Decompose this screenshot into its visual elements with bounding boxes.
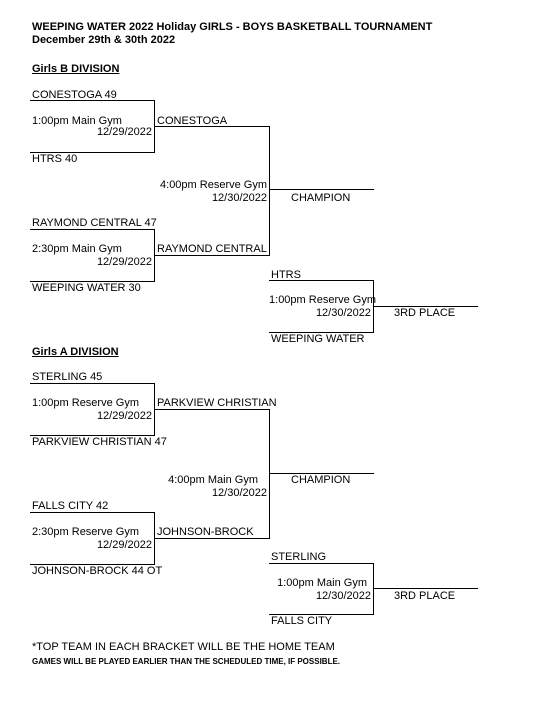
girls-a-final-time: 4:00pm Main Gym — [168, 474, 258, 486]
girls-b-third-team2-line — [269, 332, 374, 333]
page-title: WEEPING WATER 2022 Holiday GIRLS - BOYS … — [32, 21, 433, 33]
girls-a-team1: STERLING 45 — [32, 371, 103, 383]
girls-b-winner1: CONESTOGA — [157, 115, 228, 127]
girls-b-third-team2: WEEPING WATER — [271, 333, 365, 345]
girls-a-team3: FALLS CITY 42 — [32, 500, 109, 512]
girls-a-winner1-line — [155, 409, 270, 410]
girls-b-game2-date: 12/29/2022 — [96, 256, 152, 268]
girls-a-team2-line — [30, 435, 155, 436]
girls-a-third-time: 1:00pm Main Gym — [277, 577, 367, 589]
girls-a-third-team2-line — [269, 614, 374, 615]
girls-a-heading: Girls A DIVISION — [32, 346, 119, 358]
girls-a-team3-line — [30, 512, 155, 513]
girls-b-game1-time: 1:00pm Main Gym — [32, 115, 122, 127]
girls-b-team1-line — [30, 100, 155, 101]
schedule-note: GAMES WILL BE PLAYED EARLIER THAN THE SC… — [32, 657, 341, 666]
girls-b-champion: CHAMPION — [291, 192, 351, 204]
girls-a-final-connector — [269, 409, 270, 539]
girls-b-game2-time: 2:30pm Main Gym — [32, 243, 122, 255]
girls-b-third-time: 1:00pm Reserve Gym — [269, 294, 376, 306]
girls-a-team4: JOHNSON-BROCK 44 OT — [32, 565, 163, 577]
girls-b-final-time: 4:00pm Reserve Gym — [160, 179, 267, 191]
girls-b-third-team1: HTRS — [271, 269, 301, 281]
girls-a-champion: CHAMPION — [291, 474, 351, 486]
girls-a-third-team1-line — [269, 563, 374, 564]
girls-a-third-team2: FALLS CITY — [271, 615, 333, 627]
girls-b-final-date: 12/30/2022 — [211, 192, 267, 204]
girls-b-winner1-line — [155, 126, 270, 127]
girls-a-winner2: JOHNSON-BROCK — [157, 526, 254, 538]
girls-b-team4-line — [30, 281, 155, 282]
girls-b-third-place-line — [373, 306, 478, 307]
girls-b-third-date: 12/30/2022 — [315, 307, 371, 319]
tournament-dates: December 29th & 30th 2022 — [32, 34, 176, 46]
girls-a-champion-line — [269, 473, 374, 474]
girls-b-third-place: 3RD PLACE — [394, 307, 456, 319]
girls-b-game1-connector — [154, 100, 155, 153]
girls-a-third-team1: STERLING — [271, 551, 327, 563]
girls-b-final-connector — [269, 126, 270, 256]
girls-b-team1: CONESTOGA 49 — [32, 89, 117, 101]
girls-a-team2: PARKVIEW CHRISTIAN 47 — [32, 436, 167, 448]
girls-a-third-place: 3RD PLACE — [394, 590, 456, 602]
girls-a-winner2-line — [155, 538, 270, 539]
girls-a-game1-date: 12/29/2022 — [96, 410, 152, 422]
girls-b-game1-date: 12/29/2022 — [96, 126, 152, 138]
girls-a-third-connector — [373, 563, 374, 615]
girls-a-game2-time: 2:30pm Reserve Gym — [32, 526, 139, 538]
girls-b-winner2-line — [155, 255, 270, 256]
girls-a-winner1: PARKVIEW CHRISTIAN — [157, 397, 277, 409]
girls-b-team4: WEEPING WATER 30 — [32, 282, 141, 294]
home-team-note: *TOP TEAM IN EACH BRACKET WILL BE THE HO… — [32, 641, 335, 653]
girls-a-final-date: 12/30/2022 — [211, 487, 267, 499]
girls-b-third-team1-line — [269, 280, 374, 281]
girls-b-winner2: RAYMOND CENTRAL — [157, 243, 267, 255]
girls-b-heading: Girls B DIVISION — [32, 63, 120, 75]
girls-b-team3: RAYMOND CENTRAL 47 — [32, 217, 157, 229]
girls-a-game2-date: 12/29/2022 — [96, 539, 152, 551]
girls-b-champion-line — [269, 189, 374, 190]
girls-a-game2-connector — [154, 512, 155, 565]
girls-a-third-place-line — [373, 588, 478, 589]
girls-a-team4-line — [30, 564, 155, 565]
girls-b-team2-line — [30, 152, 155, 153]
girls-a-game1-time: 1:00pm Reserve Gym — [32, 397, 139, 409]
girls-a-game1-connector — [154, 383, 155, 436]
girls-b-game2-connector — [154, 229, 155, 282]
girls-a-team1-line — [30, 383, 155, 384]
girls-b-team3-line — [30, 229, 155, 230]
girls-a-third-date: 12/30/2022 — [315, 590, 371, 602]
girls-b-team2: HTRS 40 — [32, 153, 78, 165]
